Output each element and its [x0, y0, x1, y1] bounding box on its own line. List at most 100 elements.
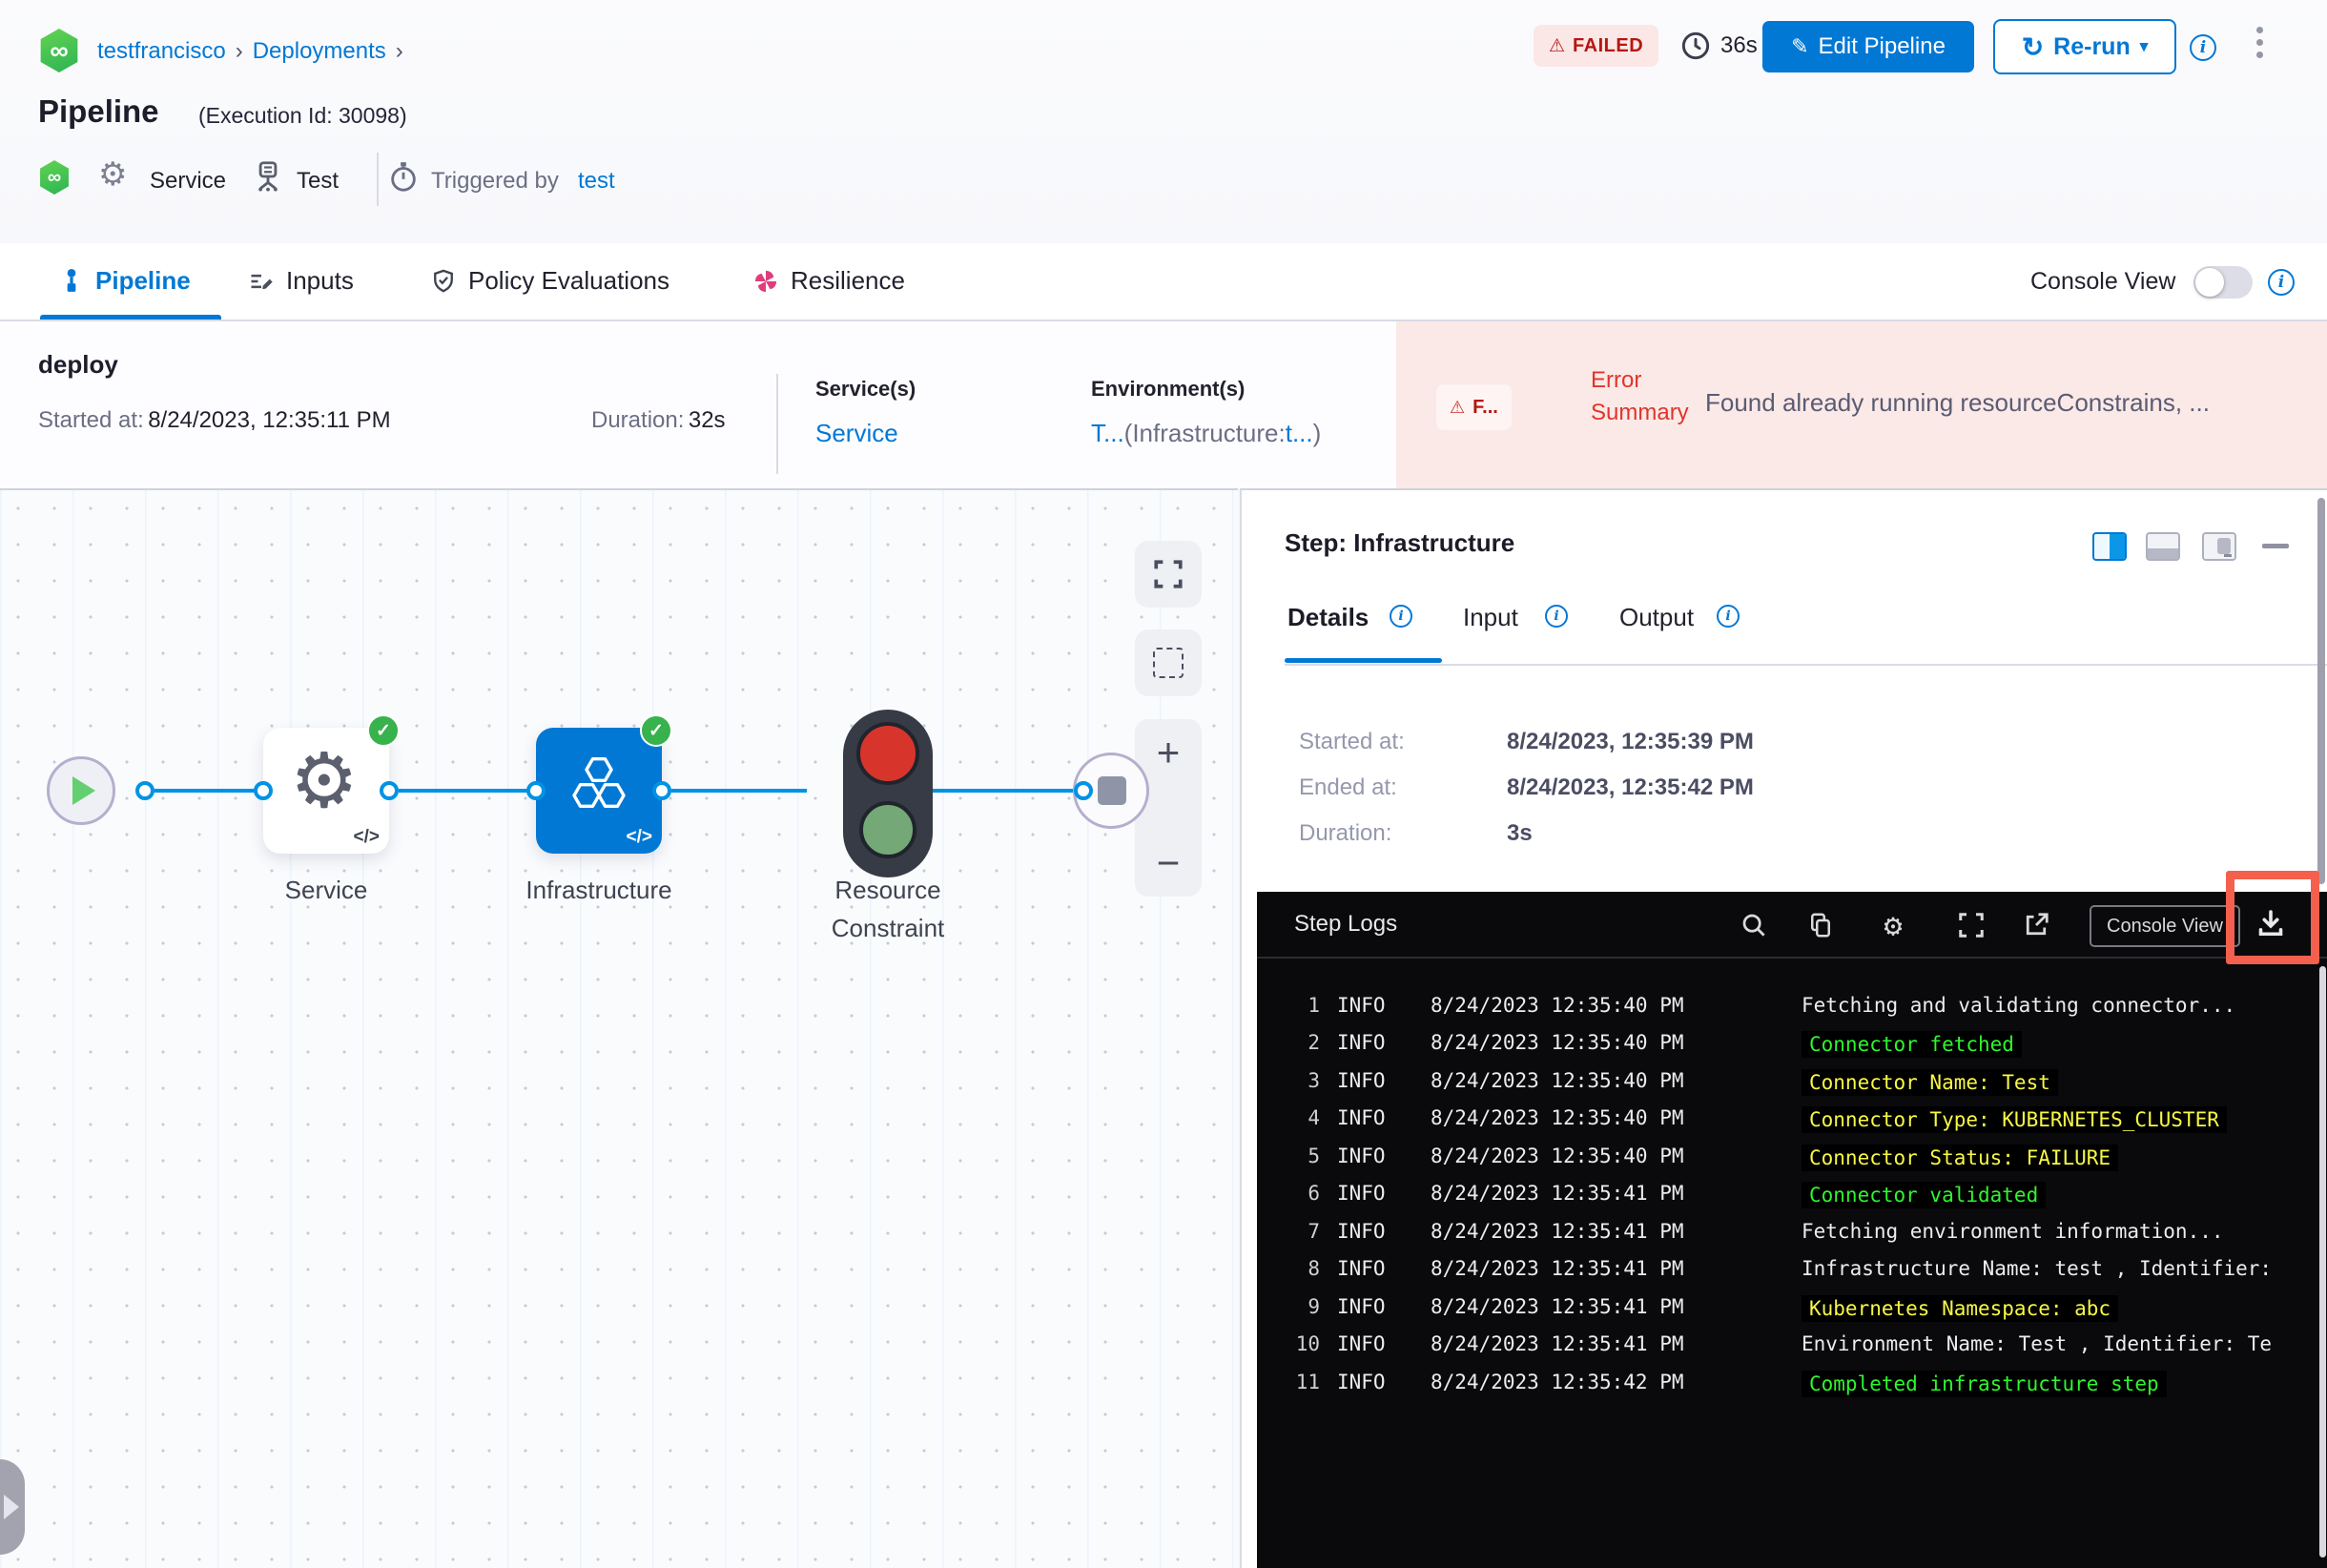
node-infrastructure[interactable]: </> — [536, 728, 662, 854]
rerun-button[interactable]: ↻ Re-run ▾ — [1993, 19, 2176, 74]
service-link[interactable]: Service — [815, 419, 898, 447]
elapsed-time: 36s — [1720, 32, 1758, 58]
console-scrollbar[interactable] — [2319, 966, 2326, 1558]
log-settings-gear-icon[interactable]: ⚙ — [1884, 907, 1903, 943]
execution-id: (Execution Id: 30098) — [198, 103, 407, 128]
zoom-in-button[interactable]: + — [1156, 730, 1181, 774]
stop-icon — [1098, 776, 1126, 805]
tab-input[interactable]: Input — [1463, 603, 1518, 631]
tab-output[interactable]: Output — [1619, 603, 1695, 631]
breadcrumb-separator: › — [395, 38, 403, 64]
node-resource-constraint[interactable] — [843, 710, 933, 877]
annotation-highlight-box — [2226, 871, 2319, 964]
inputs-icon — [251, 274, 273, 289]
pipeline-graph-canvas[interactable]: ⚙ </> ✓ Service </> ✓ Infrastructure Res… — [0, 488, 1238, 1568]
active-tab-underline — [40, 315, 221, 320]
divider — [1285, 664, 2327, 666]
layout-float-icon[interactable] — [2202, 532, 2236, 561]
page-title: Pipeline — [38, 93, 159, 129]
rerun-info-icon[interactable]: i — [2190, 34, 2216, 61]
kebab-menu-icon[interactable] — [2256, 27, 2263, 58]
tab-policy-evaluations[interactable]: Policy Evaluations — [430, 266, 669, 296]
port — [1074, 781, 1093, 800]
node-service[interactable]: ⚙ </> — [263, 728, 389, 854]
download-logs-icon[interactable] — [2253, 905, 2289, 941]
breadcrumb: testfrancisco › Deployments › — [97, 38, 413, 65]
logs-console-view-button[interactable]: Console View — [2090, 905, 2240, 947]
error-summary-region — [1396, 321, 2327, 488]
canvas-zoom-panel: + − — [1135, 719, 1202, 897]
port — [526, 781, 546, 800]
pipeline-icon — [67, 268, 76, 292]
success-check-badge: ✓ — [367, 714, 400, 747]
edge-infra-constraint — [671, 789, 807, 793]
infinity-glyph: ∞ — [50, 35, 69, 65]
log-fullscreen-icon[interactable] — [1953, 907, 1989, 943]
canvas-fullscreen-button[interactable] — [1135, 541, 1202, 608]
step-detail-panel: Step: Infrastructure Details i Input i O… — [1240, 488, 2327, 1568]
tab-details[interactable]: Details — [1287, 603, 1369, 631]
warning-icon: ⚠ — [1549, 35, 1566, 56]
pencil-icon: ✎ — [1791, 34, 1809, 58]
environment-value[interactable]: T...(Infrastructure:t...) — [1091, 419, 1322, 447]
breadcrumb-deployments[interactable]: Deployments — [252, 38, 386, 64]
step-duration-label: Duration: — [1299, 820, 1392, 846]
minimize-panel-icon[interactable] — [2262, 544, 2289, 548]
triggered-by-label: Triggered by — [431, 168, 559, 194]
breadcrumb-project[interactable]: testfrancisco — [97, 38, 226, 64]
expand-arrow-icon — [4, 1495, 19, 1519]
console-view-toggle[interactable] — [2193, 266, 2253, 299]
step-panel-title: Step: Infrastructure — [1285, 528, 1515, 557]
panel-scrollbar[interactable] — [2317, 498, 2325, 884]
copy-icon[interactable] — [1802, 907, 1839, 943]
step-ended-value: 8/24/2023, 12:35:42 PM — [1507, 774, 1754, 800]
breadcrumb-separator: › — [235, 38, 243, 64]
port — [652, 781, 671, 800]
execution-summary-strip: deploy Started at: 8/24/2023, 12:35:11 P… — [0, 321, 2327, 488]
node-label-service: Service — [284, 876, 368, 904]
test-rack-icon — [258, 161, 278, 192]
details-info-icon[interactable]: i — [1390, 605, 1412, 628]
tab-resilience[interactable]: Resilience — [752, 266, 905, 296]
input-info-icon[interactable]: i — [1545, 605, 1568, 628]
canvas-select-button[interactable] — [1135, 629, 1202, 696]
output-info-icon[interactable]: i — [1717, 605, 1740, 628]
port — [380, 781, 399, 800]
node-label-constraint: Constraint — [831, 914, 945, 942]
play-icon — [72, 776, 95, 805]
console-view-info-icon[interactable]: i — [2268, 269, 2295, 296]
layout-bottom-icon[interactable] — [2146, 532, 2180, 561]
error-summary-label-1: Error — [1591, 367, 1642, 393]
service-entity-label[interactable]: Service — [150, 168, 227, 194]
gear-icon: ⚙ — [290, 738, 359, 823]
open-external-icon[interactable] — [2018, 907, 2054, 943]
start-node[interactable] — [47, 756, 115, 825]
test-entity-label[interactable]: Test — [297, 168, 340, 194]
chevron-down-icon: ▾ — [2139, 37, 2149, 55]
edit-pipeline-button[interactable]: ✎ Edit Pipeline — [1762, 21, 1974, 72]
tab-pipeline[interactable]: Pipeline — [59, 266, 191, 296]
divider — [1257, 957, 2327, 959]
error-summary-label-2: Summary — [1591, 400, 1689, 425]
node-label-resource: Resource — [834, 876, 941, 904]
search-icon[interactable] — [1736, 907, 1772, 943]
layout-split-right-icon[interactable] — [2092, 532, 2127, 561]
harness-logo-icon[interactable]: ∞ — [38, 29, 80, 72]
code-icon: </> — [353, 827, 380, 847]
divider — [377, 153, 379, 206]
zoom-out-button[interactable]: − — [1156, 840, 1181, 885]
hexagons-icon — [572, 756, 626, 808]
expand-left-panel-handle[interactable] — [0, 1459, 25, 1555]
services-label: Service(s) — [815, 377, 916, 401]
edge-constraint-end — [933, 789, 1076, 793]
triggered-by-user[interactable]: test — [578, 168, 615, 194]
edge-start-service — [154, 789, 256, 793]
tab-inputs[interactable]: Inputs — [248, 266, 354, 296]
